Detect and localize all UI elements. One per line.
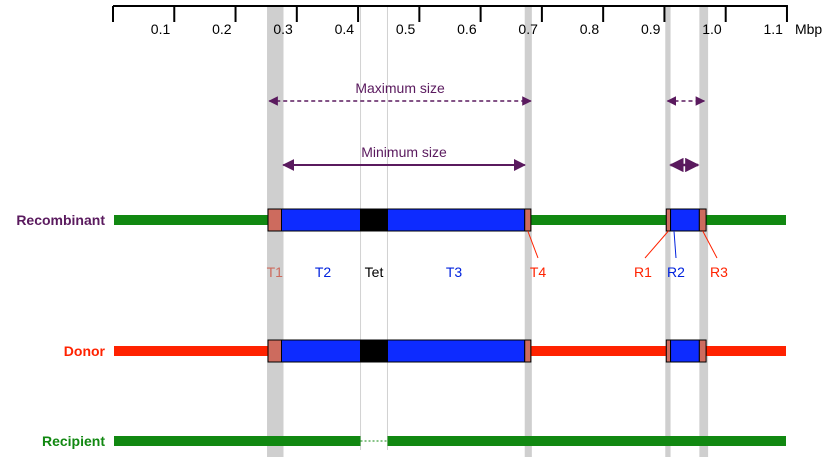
recombinant-block-t4 bbox=[524, 208, 532, 232]
leader-line-r1 bbox=[644, 230, 669, 259]
region-label-tet: Tet bbox=[365, 264, 384, 280]
maximum-size-label: Maximum size bbox=[355, 80, 445, 96]
recombinant-block-r1 bbox=[665, 208, 672, 232]
region-label-t2: T2 bbox=[315, 264, 332, 280]
recombinant-block-t2 bbox=[280, 208, 362, 232]
axis-tick-label-8: 0.9 bbox=[641, 21, 661, 37]
leader-line-r2 bbox=[673, 230, 677, 259]
region-labels: T1 T2 Tet T3 T4 R1 R2 R3 bbox=[267, 230, 728, 280]
recombinant-block-t1 bbox=[267, 208, 282, 232]
axis-tick-label-7: 0.8 bbox=[580, 21, 600, 37]
donor-block-t3 bbox=[386, 339, 526, 363]
axis-tick-label-2: 0.3 bbox=[273, 21, 293, 37]
donor-block-tet bbox=[360, 339, 388, 363]
region-label-r3: R3 bbox=[710, 264, 728, 280]
region-label-t4: T4 bbox=[530, 264, 547, 280]
donor-block-r2 bbox=[670, 339, 700, 363]
region-label-r2: R2 bbox=[667, 264, 685, 280]
donor-track bbox=[114, 339, 786, 363]
recombinant-block-t3 bbox=[386, 208, 526, 232]
donor-block-t4 bbox=[524, 339, 532, 363]
recipient-label: Recipient bbox=[42, 433, 105, 449]
donor-label: Donor bbox=[64, 343, 106, 359]
region-label-t1: T1 bbox=[267, 264, 284, 280]
recombinant-block-r3 bbox=[698, 208, 707, 232]
axis-tick-label-0: 0.1 bbox=[151, 21, 171, 37]
position-axis: 0.1 0.2 0.3 0.4 0.5 0.6 0.7 0.8 0.9 1.0 1.1 Mbp bbox=[112, 5, 822, 37]
leader-line-t4 bbox=[527, 230, 539, 259]
donor-block-r1 bbox=[665, 339, 672, 363]
region-label-r1: R1 bbox=[634, 264, 652, 280]
recombinant-block-r2 bbox=[670, 208, 700, 232]
donor-block-t2 bbox=[280, 339, 362, 363]
axis-tick-label-10: 1.1 bbox=[764, 21, 784, 37]
recombinant-block-tet bbox=[360, 208, 388, 232]
axis-tick-label-9: 1.0 bbox=[702, 21, 722, 37]
recombinant-track bbox=[114, 208, 786, 232]
axis-tick-label-1: 0.2 bbox=[212, 21, 232, 37]
axis-ticks: 0.1 0.2 0.3 0.4 0.5 0.6 0.7 0.8 0.9 1.0 1.1 bbox=[151, 6, 788, 37]
axis-tick-label-5: 0.6 bbox=[457, 21, 477, 37]
leader-line-r3 bbox=[702, 230, 718, 259]
axis-tick-label-6: 0.7 bbox=[518, 21, 538, 37]
recombinant-label: Recombinant bbox=[16, 212, 105, 228]
minimum-size-label: Minimum size bbox=[361, 144, 447, 160]
axis-tick-label-4: 0.5 bbox=[396, 21, 416, 37]
donor-block-r3 bbox=[698, 339, 707, 363]
axis-tick-label-3: 0.4 bbox=[335, 21, 355, 37]
axis-unit-label: Mbp bbox=[795, 21, 822, 37]
donor-block-t1 bbox=[267, 339, 282, 363]
region-label-t3: T3 bbox=[446, 264, 463, 280]
size-arrows: Maximum size Minimum size bbox=[268, 80, 706, 173]
